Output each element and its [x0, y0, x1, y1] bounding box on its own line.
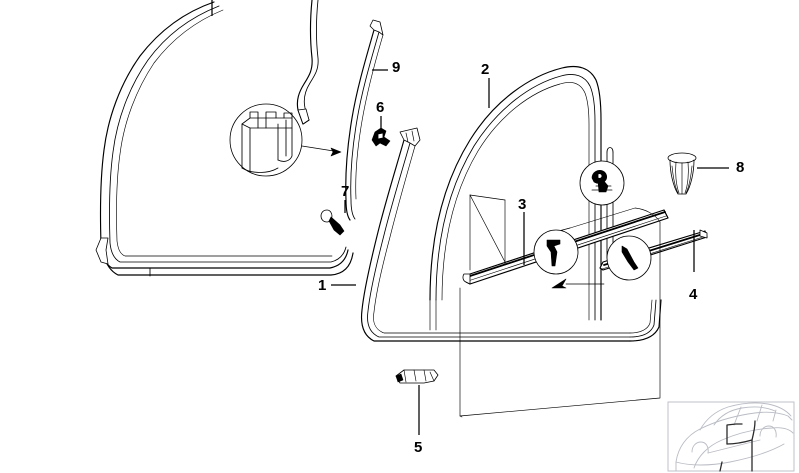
part-1-door-surround-seal — [360, 127, 662, 342]
callout-label-6: 6 — [376, 99, 385, 116]
detail-bubble-clip-section — [229, 103, 342, 177]
detail-bubble-clip-right — [606, 235, 652, 281]
vehicle-location-inset — [667, 401, 795, 472]
part-5-seal-retaining-clip — [395, 369, 439, 384]
part-1-seal-right-branch — [345, 19, 384, 221]
callout-label-1: 1 — [318, 277, 327, 294]
part-7-screw-fastener — [320, 209, 345, 236]
callout-label-9: 9 — [392, 59, 401, 76]
part-8-expanding-rivet — [667, 152, 697, 195]
callout-label-4: 4 — [689, 286, 698, 303]
part-1-door-frame-seal — [95, 1, 354, 277]
callout-label-3: 3 — [518, 196, 527, 213]
pointer-arrow-belt — [551, 278, 605, 289]
detail-bubble-clip-left — [533, 229, 579, 275]
detail-bubble-fastener-upper — [579, 160, 625, 206]
callout-label-2: 2 — [481, 61, 490, 78]
window-glass-outline — [469, 194, 506, 271]
callout-label-8: 8 — [736, 159, 745, 176]
callout-label-7: 7 — [341, 183, 350, 200]
part-6-trim-clip — [371, 127, 391, 147]
part-9-b-pillar-seal — [296, 0, 319, 125]
leader-lines — [211, 0, 729, 435]
callout-label-5: 5 — [414, 439, 423, 456]
